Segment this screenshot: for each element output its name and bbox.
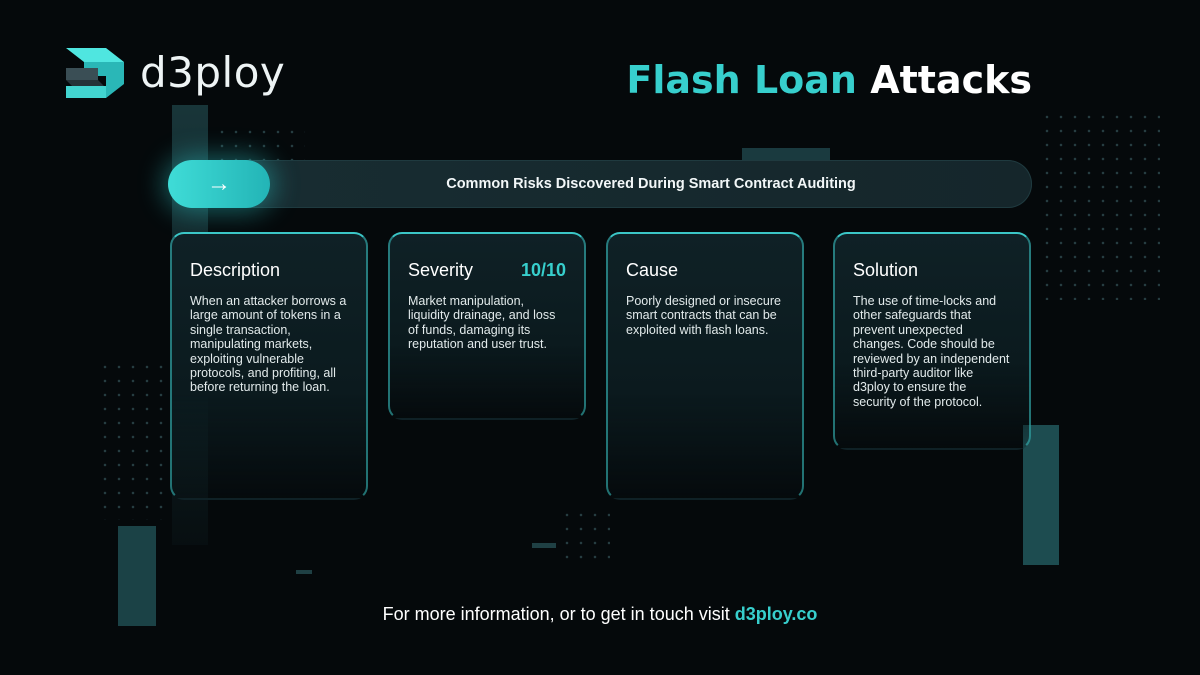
card-body: Market manipulation, liquidity drainage,…: [408, 294, 556, 352]
card-body: The use of time-locks and other safeguar…: [853, 294, 1010, 409]
card-cause: Cause Poorly designed or insecure smart …: [606, 232, 804, 500]
card-title: Solution: [853, 260, 919, 280]
card-severity: Severity 10/10 Market manipulation, liqu…: [388, 232, 586, 420]
card-title: Description: [190, 260, 281, 280]
bg-dots-center: [560, 508, 610, 568]
footer-text: For more information, or to get in touch…: [382, 604, 735, 624]
brand-name: d3ploy: [140, 47, 286, 97]
bg-bar-top: [742, 148, 830, 162]
title-accent: Flash Loan: [626, 58, 857, 102]
section-banner: → Common Risks Discovered During Smart C…: [168, 160, 1032, 208]
bg-dots-left: [98, 360, 168, 520]
brand-logo: d3ploy: [62, 40, 285, 104]
bg-bar-bottom-left: [118, 526, 156, 626]
bg-bar-right: [1023, 425, 1059, 565]
card-body: Poorly designed or insecure smart contra…: [626, 294, 781, 337]
card-body: When an attacker borrows a large amount …: [190, 294, 347, 395]
d3ploy-logo-icon: [66, 48, 124, 98]
page-title: Flash Loan Attacks: [626, 58, 1032, 102]
bg-dash-1: [532, 543, 556, 548]
card-solution: Solution The use of time-locks and other…: [833, 232, 1031, 450]
arrow-right-icon: →: [207, 170, 231, 197]
card-title: Severity: [408, 260, 474, 280]
bg-dots-top-left: [215, 125, 305, 165]
footer-link[interactable]: d3ploy.co: [734, 604, 818, 624]
banner-arrow-pill: →: [168, 160, 270, 208]
card-description: Description When an attacker borrows a l…: [170, 232, 368, 500]
bg-dots-right: [1040, 110, 1160, 300]
card-title: Cause: [626, 260, 679, 280]
footer: For more information, or to get in touch…: [0, 604, 1200, 625]
title-rest: Attacks: [870, 58, 1032, 102]
severity-score: 10/10: [520, 260, 566, 280]
bg-dash-2: [296, 570, 312, 574]
banner-text: Common Risks Discovered During Smart Con…: [446, 176, 856, 192]
